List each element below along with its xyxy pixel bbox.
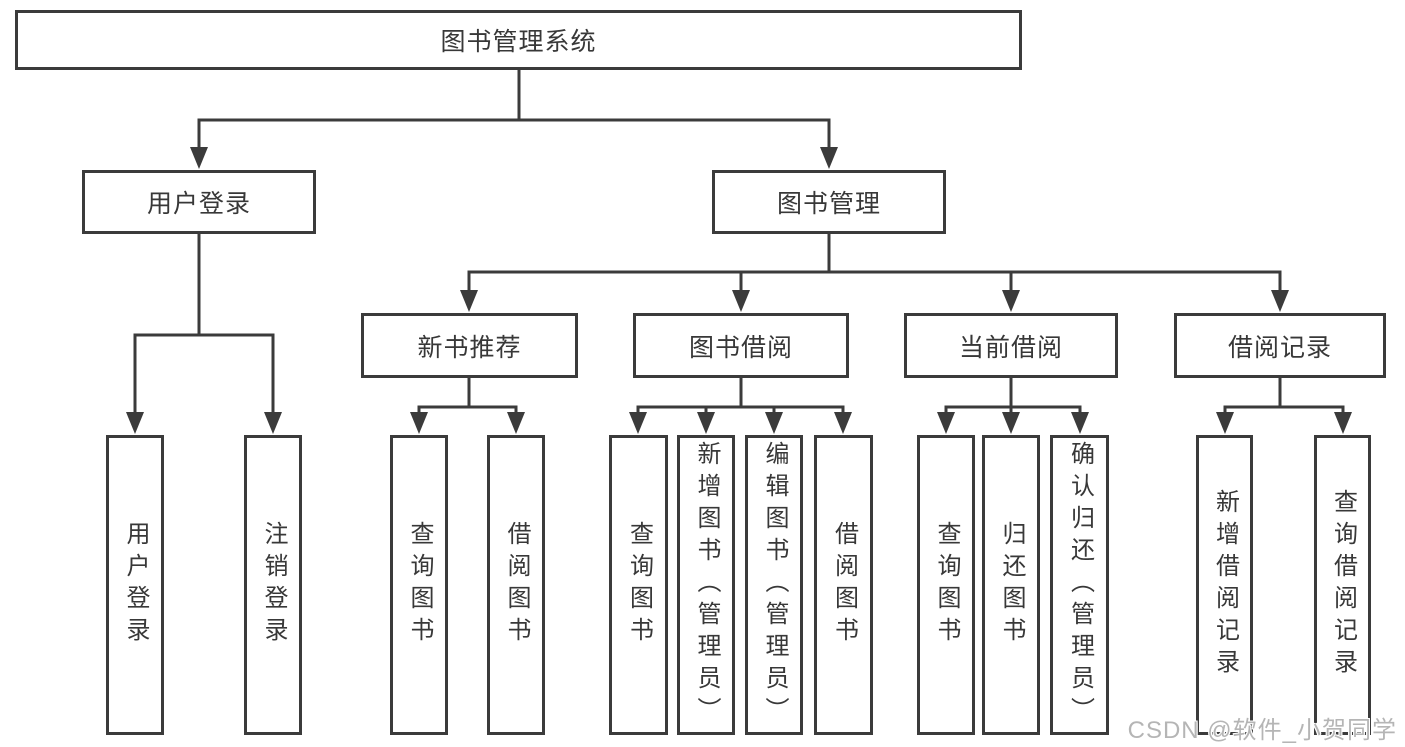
connector-book-borrow-to-leaves: [629, 378, 852, 434]
node-label: 借阅图书: [830, 521, 858, 649]
node-label: 图书借阅: [688, 333, 793, 362]
connector-arrow: [1271, 290, 1289, 312]
connector-arrow: [697, 412, 715, 434]
connector-user-login-to-leaves: [126, 234, 282, 434]
connector-borrow-records-to-leaves: [1216, 378, 1352, 434]
leaf-records-query-record: 查询借阅记录: [1314, 435, 1371, 735]
connector-arrow: [834, 412, 852, 434]
connector-arrow: [1002, 290, 1020, 312]
connector-arrow: [126, 412, 144, 434]
leaf-borrow-borrow-books: 借阅图书: [814, 435, 873, 735]
connector-new-book-recommend-to-leaves: [410, 378, 525, 434]
connector-arrow: [410, 412, 428, 434]
connector-arrow: [460, 290, 478, 312]
node-borrow-records: 借阅记录: [1174, 313, 1386, 378]
node-label: 用户登录: [122, 521, 149, 649]
node-label: 借阅图书: [503, 521, 530, 649]
watermark: CSDN @软件_小贺同学: [1127, 717, 1397, 744]
connector-arrow: [507, 412, 525, 434]
node-label: 图书管理系统: [440, 28, 597, 56]
connector-arrow: [264, 412, 282, 434]
leaf-current-confirm-return-admin: 确认归还（管理员）: [1050, 435, 1109, 735]
node-label: 当前借阅: [958, 333, 1063, 362]
connector-arrow: [937, 412, 955, 434]
leaf-logout: 注销登录: [244, 435, 302, 735]
connector-current-borrow-to-leaves: [937, 378, 1089, 434]
node-book-management: 图书管理: [712, 170, 946, 234]
connector-arrow: [1334, 412, 1352, 434]
connector-book-management-to-level3: [460, 234, 1289, 312]
connector-arrow: [765, 412, 783, 434]
leaf-recommend-borrow-books: 借阅图书: [487, 435, 545, 735]
connector-arrow: [1002, 412, 1020, 434]
node-label: 查询图书: [933, 521, 960, 649]
node-label: 借阅记录: [1227, 333, 1332, 362]
node-label: 新增借阅记录: [1211, 489, 1239, 681]
connector-arrow: [732, 290, 750, 312]
connector-root-to-level2: [190, 70, 838, 169]
connector-arrow: [820, 147, 838, 169]
connector-arrow: [629, 412, 647, 434]
leaf-borrow-edit-books-admin: 编辑图书（管理员）: [745, 435, 803, 735]
node-new-book-recommend: 新书推荐: [361, 313, 578, 378]
node-label: 确认归还（管理员）: [1066, 441, 1094, 729]
node-label: 查询图书: [625, 521, 653, 649]
node-label: 查询图书: [406, 521, 433, 649]
connector-arrow: [1216, 412, 1234, 434]
node-current-borrow: 当前借阅: [904, 313, 1118, 378]
node-label: 图书管理: [776, 190, 881, 218]
node-label: 新书推荐: [417, 333, 522, 362]
leaf-borrow-add-books-admin: 新增图书（管理员）: [677, 435, 735, 735]
node-label: 用户登录: [146, 190, 251, 218]
leaf-user-login: 用户登录: [106, 435, 164, 735]
node-label: 编辑图书（管理员）: [761, 441, 788, 729]
connector-arrow: [190, 147, 208, 169]
node-library-management-system: 图书管理系统: [15, 10, 1022, 70]
node-label: 查询借阅记录: [1329, 489, 1357, 681]
node-user-login-branch: 用户登录: [82, 170, 316, 234]
connector-arrow: [1071, 412, 1089, 434]
node-book-borrow: 图书借阅: [633, 313, 849, 378]
node-label: 新增图书（管理员）: [693, 441, 720, 729]
leaf-current-query-books: 查询图书: [917, 435, 975, 735]
node-label: 注销登录: [260, 521, 287, 649]
leaf-current-return-books: 归还图书: [982, 435, 1040, 735]
leaf-records-add-record: 新增借阅记录: [1196, 435, 1253, 735]
leaf-borrow-query-books: 查询图书: [609, 435, 668, 735]
leaf-recommend-query-books: 查询图书: [390, 435, 448, 735]
node-label: 归还图书: [998, 521, 1025, 649]
